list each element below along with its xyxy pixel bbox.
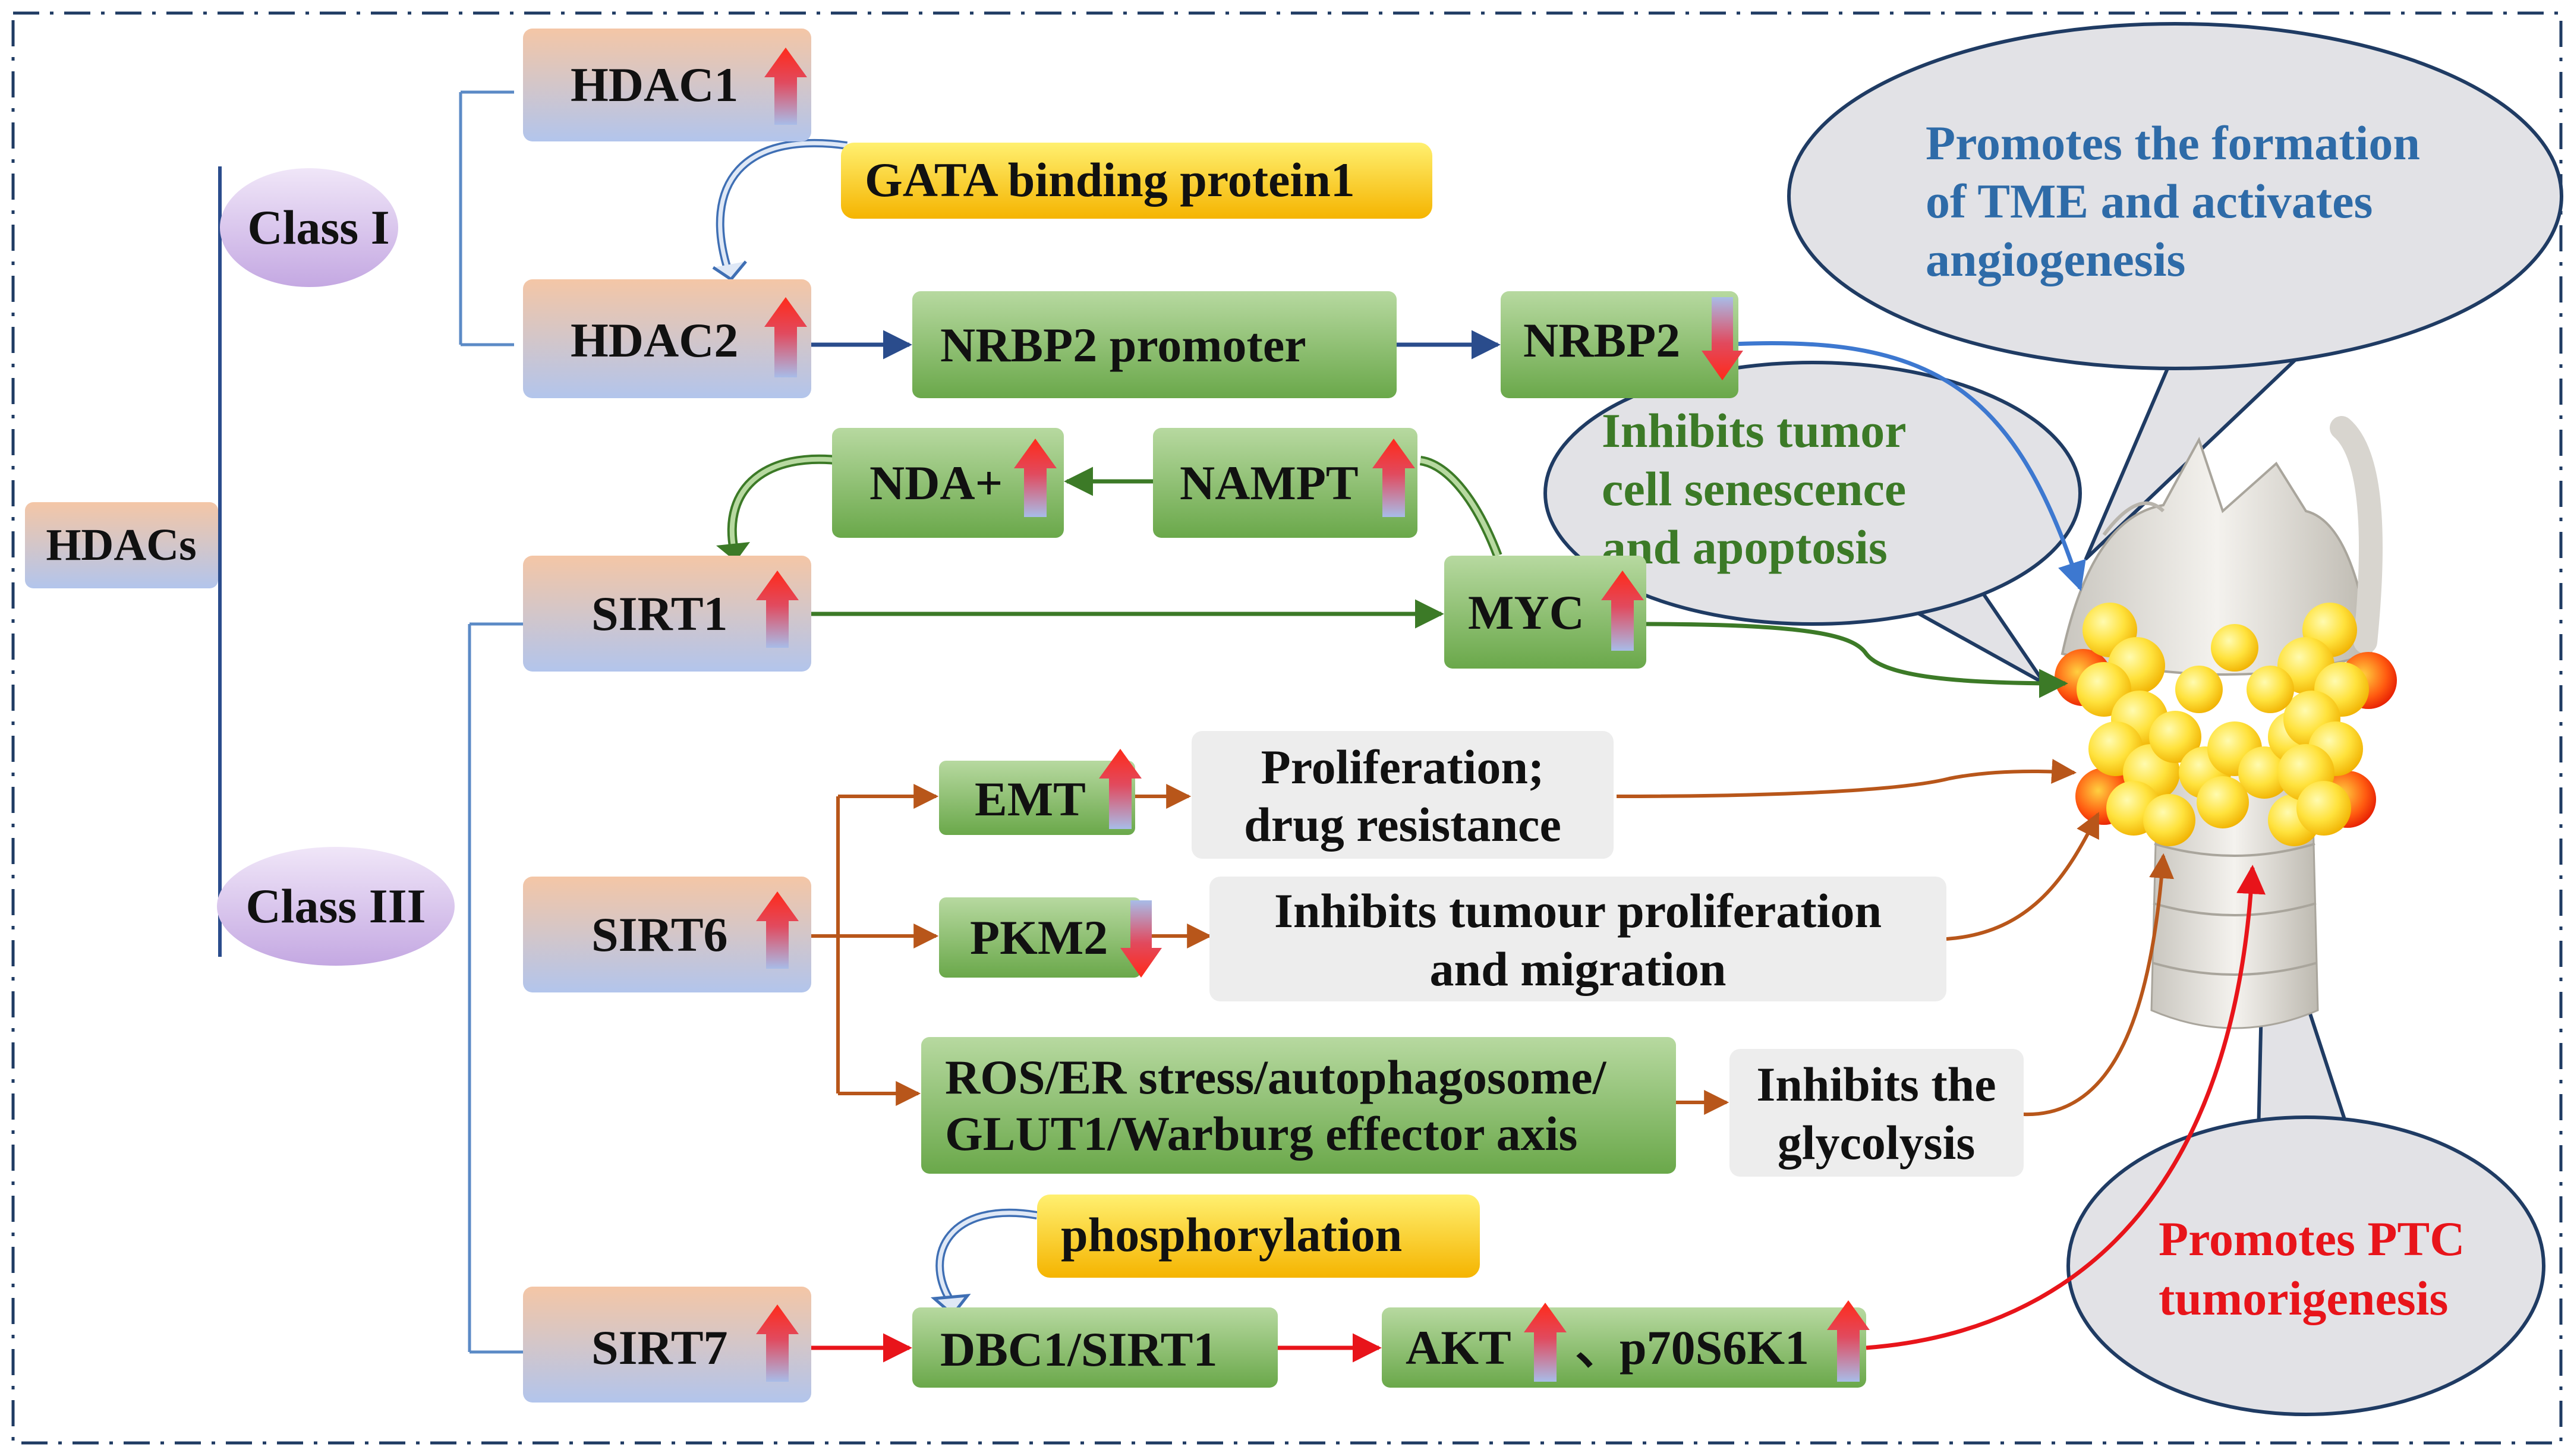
enzyme-sirt7: SIRT7	[523, 1287, 811, 1403]
connectors	[811, 330, 2266, 1363]
up-arrow-icon	[1014, 439, 1057, 517]
callout-tme-line1: Promotes the formation	[1926, 116, 2420, 170]
target-dbc1-sirt1: DBC1/SIRT1	[912, 1307, 1278, 1388]
nampt-label: NAMPT	[1180, 456, 1359, 510]
sirt1-label: SIRT1	[591, 587, 728, 641]
up-arrow-icon	[1827, 1300, 1870, 1382]
callout-ptc-line1: Promotes PTC	[2159, 1212, 2465, 1266]
thyroid-lobes	[2055, 603, 2397, 846]
root-label: HDACs	[46, 520, 196, 570]
regulator-gata: GATA binding protein1	[841, 143, 1432, 219]
down-arrow-icon	[1702, 297, 1743, 380]
target-myc: MYC	[1444, 556, 1646, 669]
outcome-glycolysis: Inhibits the glycolysis	[1729, 1049, 2024, 1177]
curved-arrow-icon	[712, 138, 848, 282]
target-nampt: NAMPT	[1153, 428, 1417, 538]
target-nrbp2: NRBP2	[1501, 291, 1743, 398]
root-node: HDACs	[25, 502, 218, 588]
akt-label: AKT	[1406, 1321, 1511, 1375]
ros-line1: ROS/ER stress/autophagosome/	[945, 1050, 1607, 1104]
class1-label: Class I	[247, 200, 389, 254]
down-arrow-icon	[1120, 900, 1162, 978]
callout-ptc-line2: tumorigenesis	[2159, 1271, 2448, 1325]
enzyme-sirt1: SIRT1	[523, 556, 811, 672]
hdac1-label: HDAC1	[571, 58, 738, 112]
tree-lines	[218, 90, 523, 1354]
gata-label: GATA binding protein1	[865, 153, 1355, 207]
up-arrow-icon	[1524, 1303, 1567, 1382]
target-nrbp2-promoter: NRBP2 promoter	[912, 291, 1397, 398]
regulator-phosphorylation: phosphorylation	[1037, 1195, 1480, 1278]
up-arrow-icon	[756, 891, 799, 969]
sirt7-label: SIRT7	[591, 1321, 728, 1375]
emt-label: EMT	[975, 772, 1086, 826]
curved-arrow-icon	[930, 1208, 1038, 1317]
p70s6k1-label: p70S6K1	[1620, 1321, 1809, 1375]
thyroid-gland-icon	[2055, 416, 2397, 1029]
target-emt: EMT	[939, 749, 1142, 835]
enzyme-sirt6: SIRT6	[523, 877, 811, 992]
myc-label: MYC	[1468, 585, 1584, 639]
class-node-1: Class I	[220, 168, 398, 287]
glyco-line1: Inhibits the	[1756, 1057, 1996, 1111]
akt-separator: 、	[1575, 1321, 1624, 1375]
nrbp2-promoter-label: NRBP2 promoter	[940, 318, 1306, 372]
up-arrow-icon	[756, 1304, 799, 1382]
phos-label: phosphorylation	[1061, 1208, 1402, 1262]
hdac2-label: HDAC2	[571, 313, 738, 367]
enzyme-hdac1: HDAC1	[523, 29, 811, 141]
dbc1-label: DBC1/SIRT1	[940, 1322, 1217, 1376]
nda-label: NDA+	[869, 456, 1003, 510]
callout-tme-line3: angiogenesis	[1926, 232, 2185, 286]
callout-senescence-line1: Inhibits tumor	[1602, 404, 1907, 458]
nrbp2-label: NRBP2	[1523, 313, 1680, 367]
up-arrow-icon	[1372, 439, 1415, 517]
prolif-line1: Proliferation;	[1261, 740, 1545, 794]
curved-arrow-icon	[1419, 456, 1502, 557]
class-node-3: Class III	[217, 847, 455, 966]
enzyme-hdac2: HDAC2	[523, 279, 811, 398]
callout-senescence-line2: cell senescence	[1602, 462, 1906, 516]
prolif-line2: drug resistance	[1244, 798, 1561, 852]
target-nda: NDA+	[832, 428, 1064, 538]
outcome-proliferation: Proliferation; drug resistance	[1192, 731, 1614, 859]
up-arrow-icon	[1099, 749, 1142, 829]
target-ros-axis: ROS/ER stress/autophagosome/ GLUT1/Warbu…	[921, 1037, 1676, 1174]
sirt6-label: SIRT6	[591, 907, 728, 962]
outcome-inhibit-proliferation: Inhibits tumour proliferation and migrat…	[1209, 877, 1946, 1001]
up-arrow-icon	[756, 571, 799, 648]
callout-senescence: Inhibits tumor cell senescence and apopt…	[1543, 361, 2082, 685]
inhibit-line1: Inhibits tumour proliferation	[1274, 884, 1882, 938]
ros-line2: GLUT1/Warburg effector axis	[945, 1107, 1577, 1161]
glyco-line2: glycolysis	[1778, 1115, 1976, 1170]
up-arrow-icon	[764, 48, 807, 125]
up-arrow-icon	[1601, 571, 1644, 651]
class3-label: Class III	[245, 879, 426, 933]
up-arrow-icon	[764, 297, 807, 377]
callout-tme: Promotes the formation of TME and activa…	[1787, 22, 2563, 560]
page-border	[11, 11, 2563, 1445]
curved-arrow-icon	[716, 454, 842, 562]
target-pkm2: PKM2	[939, 897, 1162, 978]
inhibit-line2: and migration	[1430, 942, 1726, 996]
callout-tme-line2: of TME and activates	[1926, 174, 2373, 228]
pkm2-label: PKM2	[970, 910, 1108, 965]
callout-senescence-line3: and apoptosis	[1602, 520, 1888, 574]
target-akt-p70s6k1: AKT 、 p70S6K1	[1382, 1300, 1870, 1388]
